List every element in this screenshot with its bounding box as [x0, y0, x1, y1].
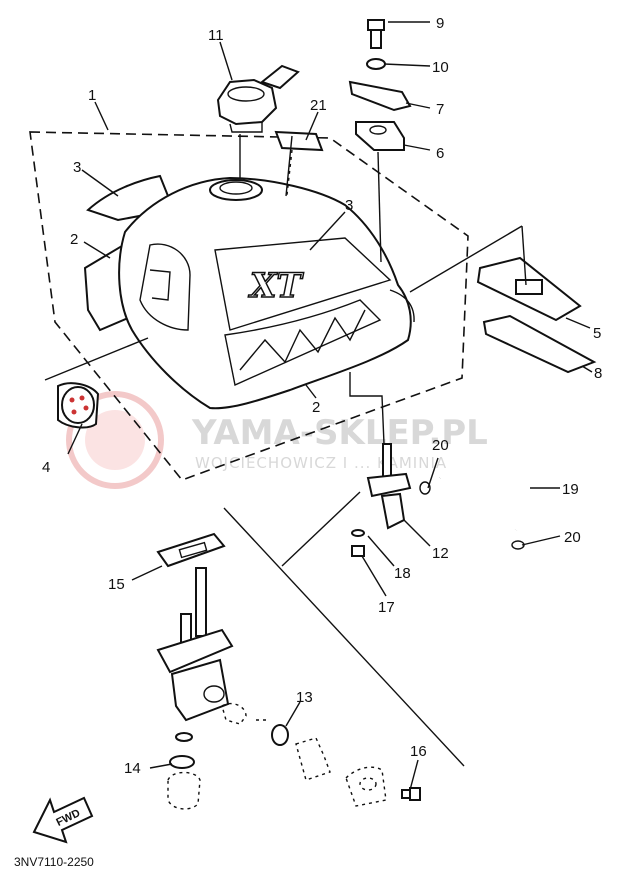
callout-8: 8	[594, 365, 602, 382]
callout-19: 19	[562, 481, 579, 498]
bolt-9	[367, 19, 385, 49]
fuel-cap	[216, 64, 300, 133]
callout-3: 3	[345, 197, 353, 214]
watermark-brand: YAMA-SKLEP.PL	[191, 413, 488, 453]
watermark: YAMA-SKLEP.PL WOJCIECHOWICZ I ... KAMINI…	[66, 391, 488, 489]
callout-21: 21	[310, 97, 327, 114]
callout-13: 13	[296, 689, 313, 706]
bracket-7	[348, 80, 412, 112]
filler-neck	[209, 179, 263, 201]
o-ring-13	[271, 724, 289, 746]
callout-9: 9	[436, 15, 444, 32]
callout-16: 16	[410, 743, 427, 760]
callout-10: 10	[432, 59, 449, 76]
fuel-cock-detail	[156, 567, 234, 722]
callout-20: 20	[432, 437, 449, 454]
callout-15: 15	[108, 576, 125, 593]
leader-lines	[67, 21, 593, 791]
seal-14	[169, 755, 195, 769]
callout-2: 2	[70, 231, 78, 248]
damper-4	[57, 382, 100, 429]
callout-17: 17	[378, 599, 395, 616]
gasket-15	[156, 532, 226, 568]
clip-20-top	[419, 481, 431, 495]
callout-7: 7	[436, 101, 444, 118]
seal-14-small	[175, 732, 193, 742]
callout-3: 3	[73, 159, 81, 176]
fuel-cock-12	[366, 443, 412, 530]
callout-12: 12	[432, 545, 449, 562]
gasket-21	[274, 130, 324, 152]
tank-logo: XT	[248, 266, 304, 306]
fwd-arrow-icon: FWD	[32, 796, 94, 844]
screw-16	[401, 787, 421, 801]
callout-4: 4	[42, 459, 50, 476]
callout-5: 5	[593, 325, 601, 342]
damper-6	[355, 121, 405, 151]
callout-11: 11	[208, 27, 224, 44]
drawing-code: 3NV7110-2250	[14, 855, 94, 869]
tank-assembly-outline	[29, 131, 469, 481]
washer-10	[366, 58, 386, 70]
callout-6: 6	[436, 145, 444, 162]
callout-2: 2	[312, 399, 320, 416]
plate-8	[482, 314, 597, 374]
screw-17	[351, 545, 365, 557]
callout-20: 20	[564, 529, 581, 546]
callout-1: 1	[88, 87, 96, 104]
callout-14: 14	[124, 760, 141, 777]
callout-18: 18	[394, 565, 411, 582]
watermark-subtitle: WOJCIECHOWICZ I ... KAMINIA	[195, 454, 447, 472]
washer-18	[351, 529, 365, 537]
fuel-tank: XT	[118, 176, 415, 410]
